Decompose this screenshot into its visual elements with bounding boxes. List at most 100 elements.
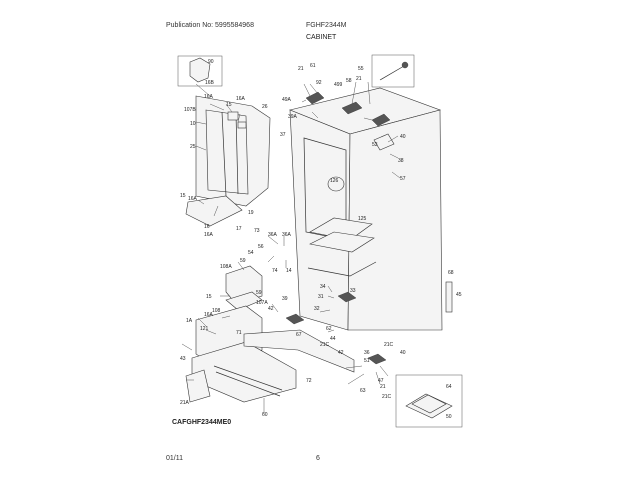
part-label: 92	[316, 80, 322, 86]
part-label: 26	[262, 104, 268, 110]
lower-hinge-right	[367, 353, 387, 365]
part-label: 107A	[256, 300, 268, 306]
publication-number: Publication No: 5995584968	[166, 22, 254, 29]
part-label: 61	[310, 63, 316, 69]
part-label: 42	[338, 350, 344, 356]
part-label: 36A	[268, 232, 277, 238]
part-label: 19	[248, 210, 254, 216]
part-label: 16B	[205, 80, 214, 86]
part-label: 55	[358, 66, 364, 72]
part-label: 16A	[204, 232, 213, 238]
door-part-16a	[227, 111, 239, 121]
part-label: 126	[330, 178, 339, 184]
inset-box-90	[177, 55, 223, 87]
part-label: 36	[364, 350, 370, 356]
part-label: 16A	[236, 96, 245, 102]
part-label: 67	[296, 332, 302, 338]
part-label: 1A	[186, 318, 193, 324]
part-label: 72	[306, 378, 312, 384]
lower-hinge-left	[285, 313, 305, 325]
part-label: 21C	[384, 342, 394, 348]
part-label: 14	[286, 268, 292, 274]
part-label: 21A	[180, 400, 189, 406]
part-label: 34	[320, 284, 326, 290]
part-label: 21	[380, 384, 386, 390]
footer-page: 6	[316, 455, 320, 462]
part-label: 60	[262, 412, 268, 418]
kick-plate-72	[243, 329, 355, 373]
part-label: 90	[208, 59, 214, 65]
part-label: 21	[298, 66, 304, 72]
model-number: FGHF2344M	[306, 22, 347, 29]
part-label: 16A	[204, 312, 213, 318]
part-label: 63	[360, 388, 366, 394]
part-label: 36A	[282, 232, 291, 238]
part-label: 16A	[188, 196, 197, 202]
part-label: 37	[280, 132, 286, 138]
inset-part-90	[189, 57, 211, 83]
part-label: 47	[378, 378, 384, 384]
part-label: 59	[256, 290, 262, 296]
part-label: 39	[282, 296, 288, 302]
leader-lines	[181, 81, 401, 414]
part-label: 32	[314, 306, 320, 312]
part-label: 15	[180, 193, 186, 199]
part-label: 64	[446, 384, 452, 390]
door-liner-ridge	[221, 111, 239, 197]
part-label: 44	[330, 336, 336, 342]
part-label: 108	[212, 308, 221, 314]
part-label: 10	[190, 121, 196, 127]
part-label: 15	[226, 102, 232, 108]
lower-hinge-mid	[337, 291, 357, 303]
part-label: 49A	[282, 97, 291, 103]
part-label: 16	[204, 224, 210, 230]
cabinet-crisper	[309, 231, 375, 253]
part-label: 16A	[204, 94, 213, 100]
part-label: 38	[398, 158, 404, 164]
part-label: 39A	[288, 114, 297, 120]
part-label: 57	[400, 176, 406, 182]
inset-tool-tip	[401, 61, 409, 69]
top-hinge-cover-53	[373, 133, 395, 151]
top-hinge-mid	[341, 101, 363, 115]
cabinet-freezer-floor	[307, 261, 377, 277]
part-label: 21C	[382, 394, 392, 400]
part-label: 58	[346, 78, 352, 84]
inset-box-tool	[371, 54, 415, 88]
part-label: 51	[364, 358, 370, 364]
part-label: 62	[326, 326, 332, 332]
part-label: 53	[372, 142, 378, 148]
part-label: 25	[190, 144, 196, 150]
part-label: 45	[456, 292, 462, 298]
part-label: 31	[318, 294, 324, 300]
part-label: 121	[200, 326, 209, 332]
control-box-mid-108	[225, 291, 263, 311]
part-label: 17	[236, 226, 242, 232]
part-label: 50	[446, 414, 452, 420]
part-label: 73	[254, 228, 260, 234]
part-label: 59	[240, 258, 246, 264]
part-label: 15	[206, 294, 212, 300]
part-label: 21	[356, 76, 362, 82]
part-label: 71	[236, 330, 242, 336]
part-label: 125	[358, 216, 367, 222]
inset-box-manual	[395, 374, 463, 428]
part-label: 40	[400, 134, 406, 140]
door-part-15	[237, 121, 247, 129]
cabinet-right-side	[347, 109, 443, 331]
side-trim-45	[445, 281, 453, 313]
part-label: 21C	[320, 342, 330, 348]
part-label: 74	[272, 268, 278, 274]
part-label: 42	[268, 306, 274, 312]
section-title: CABINET	[306, 34, 337, 41]
dispenser-grille	[213, 365, 283, 397]
inset-manual-page	[411, 394, 447, 414]
cabinet-label-126	[327, 176, 345, 192]
footer-date: 01/11	[166, 455, 183, 462]
part-label: 108A	[220, 264, 232, 270]
part-label: 33	[350, 288, 356, 294]
lower-bracket-21a	[185, 369, 211, 403]
inset-tool-shaft	[379, 65, 405, 81]
door-bottom-assembly	[185, 195, 243, 227]
part-label: 40	[400, 350, 406, 356]
